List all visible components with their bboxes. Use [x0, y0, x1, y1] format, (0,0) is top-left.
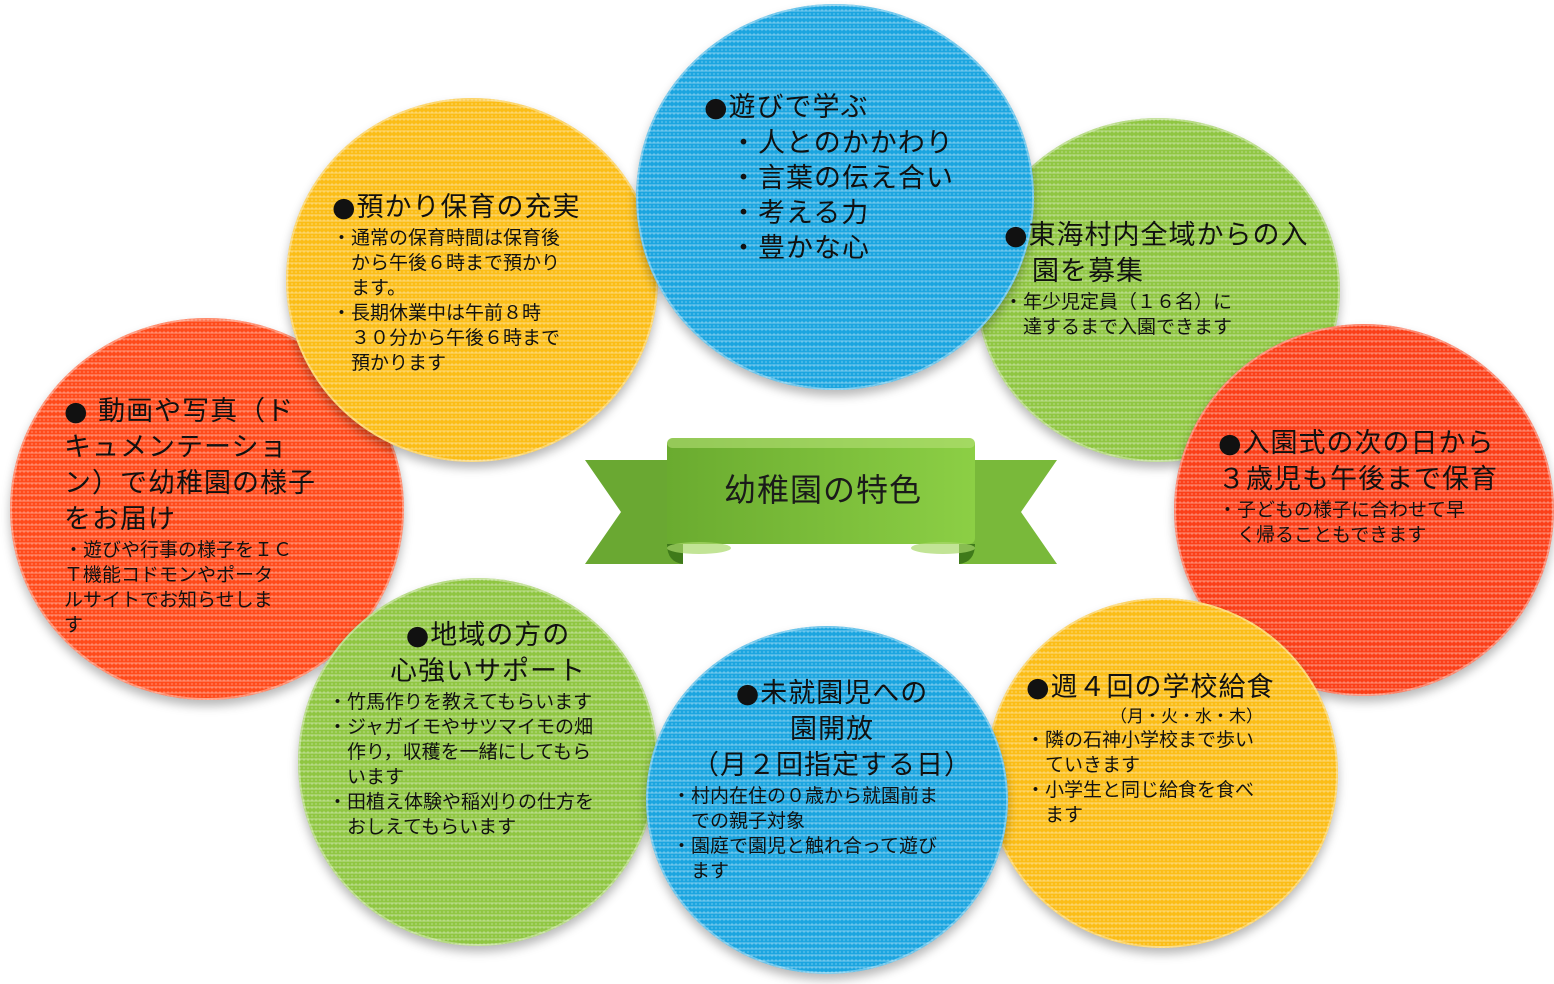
community-text: ●地域の方の 心強いサポート ・竹馬作りを教えてもらいます ・ジャガイモやサツマ… — [328, 618, 648, 840]
video-item-4: す — [64, 614, 84, 636]
play-item-3: ・考える力 — [730, 198, 870, 229]
play-text: ●遊びで学ぶ ・人とのかかわり ・言葉の伝え合い ・考える力 ・豊かな心 — [704, 90, 1004, 266]
video-item-3: ルサイトでお知らせしま — [64, 589, 273, 611]
circle-lunch: ●週４回の学校給食 （月・火・水・木） ・隣の石神小学校まで歩い ていきます ・… — [986, 598, 1338, 948]
childcare-item-5: ３０分から午後６時まで — [332, 327, 561, 349]
community-item-1: ・竹馬作りを教えてもらいます — [328, 691, 593, 713]
childcare-text: ●預かり保育の充実 ・通常の保育時間は保育後 から午後６時まで預かり ます。 ・… — [332, 190, 632, 376]
open-title-1: ●未就園児への — [735, 678, 929, 709]
open-text: ●未就園児への 園開放 （月２回指定する日） ・村内在住の０歳から就園前ま での… — [672, 676, 992, 884]
community-item-5: ・田植え体験や稲刈りの仕方を — [328, 791, 595, 813]
lunch-title: ●週４回の学校給食 — [1026, 672, 1275, 703]
video-item-1: ・遊びや行事の様子をＩＣ — [64, 539, 293, 561]
circle-open: ●未就園児への 園開放 （月２回指定する日） ・村内在住の０歳から就園前ま での… — [646, 626, 1008, 974]
recruit-item-1: ・年少児定員（１６名）に — [1004, 291, 1233, 313]
open-item-4: ます — [672, 860, 730, 882]
entrance-text: ●入園式の次の日から ３歳児も午後まで保育 ・子どもの様子に合わせて早 く帰るこ… — [1218, 426, 1548, 548]
video-title-3: ン）で幼稚園の様子 — [64, 468, 316, 499]
video-title-2: キュメンテーショ — [64, 432, 288, 463]
recruit-title-2: 園を募集 — [1004, 256, 1144, 287]
center-ribbon-banner — [585, 438, 1057, 564]
circle-childcare: ●預かり保育の充実 ・通常の保育時間は保育後 から午後６時まで預かり ます。 ・… — [286, 98, 658, 462]
lunch-item-4: ます — [1026, 804, 1084, 826]
community-item-6: おしえてもらいます — [328, 816, 517, 838]
childcare-item-1: ・通常の保育時間は保育後 — [332, 227, 561, 249]
childcare-item-2: から午後６時まで預かり — [332, 252, 561, 274]
video-title-1: ● 動画や写真（ド — [64, 396, 295, 427]
video-text: ● 動画や写真（ド キュメンテーショ ン）で幼稚園の様子 をお届け ・遊びや行事… — [64, 394, 384, 638]
recruit-title-1: ●東海村内全域からの入 — [1004, 220, 1309, 251]
lunch-item-1: ・隣の石神小学校まで歩い — [1026, 729, 1255, 751]
community-title-2: 心強いサポート — [390, 656, 586, 687]
open-title-3: （月２回指定する日） — [692, 750, 972, 781]
childcare-item-4: ・長期休業中は午前８時 — [332, 302, 542, 324]
play-item-4: ・豊かな心 — [730, 233, 870, 264]
circle-play: ●遊びで学ぶ ・人とのかかわり ・言葉の伝え合い ・考える力 ・豊かな心 — [636, 4, 1034, 390]
circle-community: ●地域の方の 心強いサポート ・竹馬作りを教えてもらいます ・ジャガイモやサツマ… — [298, 578, 658, 946]
recruit-item-2: 達するまで入園できます — [1004, 316, 1233, 338]
entrance-item-1: ・子どもの様子に合わせて早 — [1218, 499, 1466, 521]
open-item-2: での親子対象 — [672, 810, 806, 832]
lunch-item-2: ていきます — [1026, 754, 1141, 776]
community-title-1: ●地域の方の — [405, 620, 571, 651]
entrance-title-2: ３歳児も午後まで保育 — [1218, 464, 1498, 495]
play-title: ●遊びで学ぶ — [704, 92, 869, 123]
entrance-item-2: く帰ることもできます — [1218, 524, 1427, 546]
video-item-2: Ｔ機能コドモンやポータ — [64, 564, 274, 586]
entrance-title-1: ●入園式の次の日から — [1218, 428, 1495, 459]
community-item-4: います — [328, 766, 405, 788]
center-title: 幼稚園の特色 — [723, 471, 922, 509]
open-title-2: 園開放 — [790, 714, 874, 745]
lunch-sub: （月・火・水・木） — [1110, 707, 1263, 727]
recruit-text: ●東海村内全域からの入 園を募集 ・年少児定員（１６名）に 達するまで入園できま… — [1004, 218, 1334, 340]
lunch-text: ●週４回の学校給食 （月・火・水・木） ・隣の石神小学校まで歩い ていきます ・… — [1026, 670, 1326, 828]
open-item-1: ・村内在住の０歳から就園前ま — [672, 785, 939, 807]
play-item-2: ・言葉の伝え合い — [730, 163, 954, 194]
childcare-item-3: ます。 — [332, 277, 407, 299]
community-item-2: ・ジャガイモやサツマイモの畑 — [328, 716, 594, 738]
childcare-item-6: 預かります — [332, 352, 447, 374]
lunch-item-3: ・小学生と同じ給食を食べ — [1026, 779, 1255, 801]
open-item-3: ・園庭で園児と触れ合って遊び — [672, 835, 938, 857]
community-item-3: 作り，収穫を一緒にしてもら — [328, 741, 592, 763]
video-title-4: をお届け — [64, 504, 176, 535]
play-item-1: ・人とのかかわり — [730, 128, 954, 159]
childcare-title: ●預かり保育の充実 — [332, 192, 581, 223]
